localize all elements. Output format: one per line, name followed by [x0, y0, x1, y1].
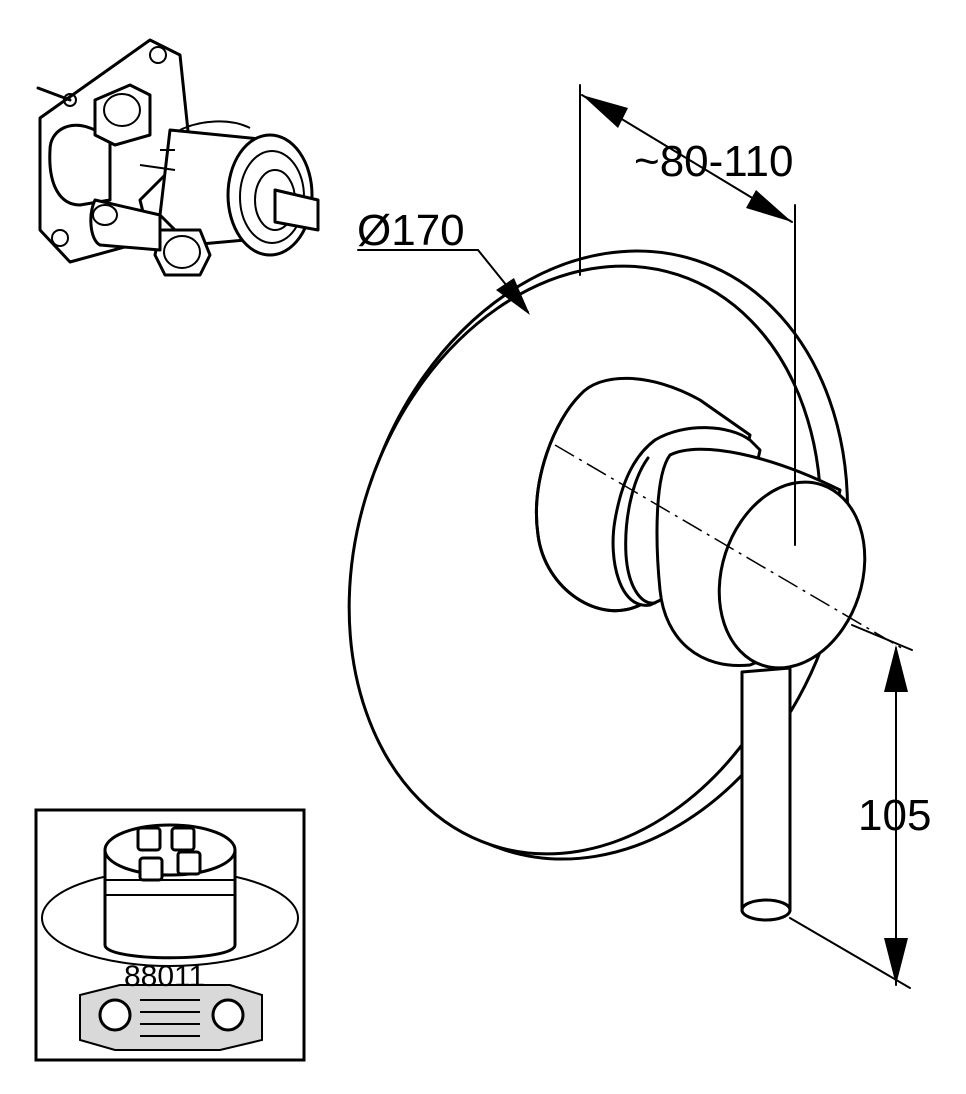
height-dimension [789, 624, 913, 989]
article-number: 88011 [124, 960, 205, 993]
thermostat-inset [34, 808, 306, 1062]
single-lever-mixer-icon [347, 249, 906, 922]
depth-dimension-label: ~80-110 [634, 137, 793, 186]
diameter-dimension-label: Ø170 [357, 206, 465, 255]
diameter-dimension [357, 249, 530, 315]
thermostat-module-icon [136, 826, 202, 882]
depth-dimension [579, 84, 796, 546]
rough-in-valve-icon [36, 38, 320, 277]
height-dimension-label: 105 [858, 791, 931, 840]
